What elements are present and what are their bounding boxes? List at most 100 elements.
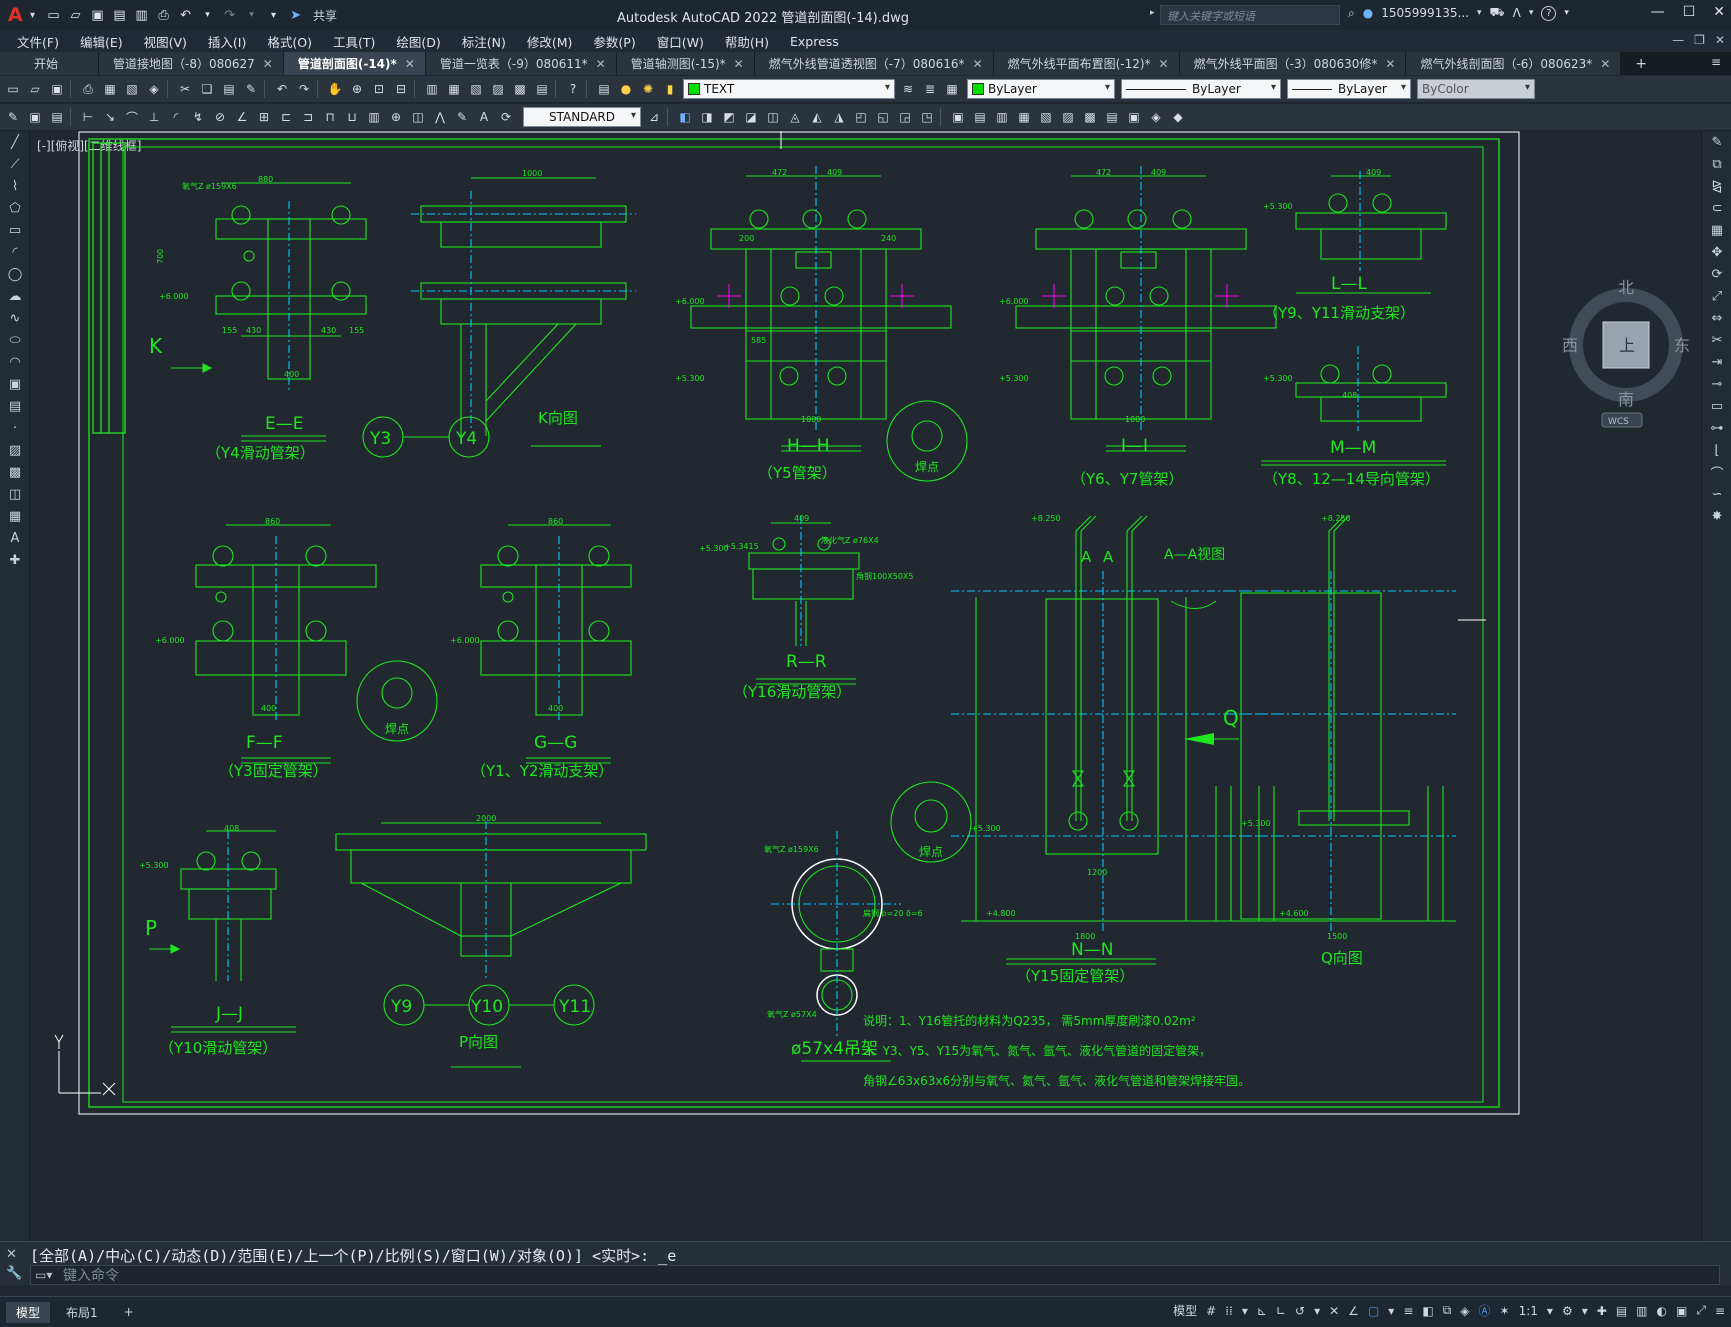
markup-icon[interactable]: ▩ <box>514 82 526 96</box>
isometric-icon[interactable]: ✕ <box>1329 1303 1340 1318</box>
construction-line-icon[interactable]: ⟋ <box>10 156 20 172</box>
new-icon[interactable]: ▭ <box>7 82 19 96</box>
move-icon[interactable]: ✥ <box>1711 244 1723 260</box>
redo-icon[interactable]: ↷ <box>224 7 235 23</box>
workspace-dropdown-icon[interactable]: ▾ <box>1581 1303 1588 1318</box>
copy-object-icon[interactable]: ⧉ <box>1712 156 1722 172</box>
tab-file[interactable]: 燃气外线平面布置图(-12)*✕ <box>993 52 1180 75</box>
wcs-menu[interactable] <box>1601 412 1643 428</box>
rectangle-icon[interactable]: ▭ <box>8 222 22 238</box>
tab-model[interactable]: 模型 <box>6 1301 51 1323</box>
modify-icon-5[interactable]: ◫ <box>767 110 779 124</box>
customize-status-icon[interactable]: ≡ <box>1714 1303 1725 1318</box>
grid-icon[interactable]: # <box>1206 1303 1217 1318</box>
plot-icon[interactable]: ⎙ <box>158 7 169 23</box>
zoom-window-icon[interactable]: ⊡ <box>373 82 385 96</box>
ellipse-icon[interactable]: ⬭ <box>9 332 21 348</box>
zoom-previous-icon[interactable]: ⊟ <box>395 82 407 96</box>
menu-edit[interactable]: 编辑(E) <box>79 34 123 50</box>
xref-icon[interactable]: ▥ <box>996 110 1008 124</box>
redo-dropdown-icon[interactable]: ▾ <box>249 10 254 20</box>
plot-preview-icon[interactable]: ▦ <box>104 82 116 96</box>
arc-icon[interactable]: ◜ <box>12 244 18 260</box>
layer-properties-icon[interactable]: ▤ <box>598 82 610 96</box>
tab-file[interactable]: 管道轴测图(-15)*✕ <box>616 52 755 75</box>
dim-diameter-icon[interactable]: ⊘ <box>214 110 226 124</box>
revision-cloud-icon[interactable]: ☁ <box>8 288 22 304</box>
tab-close-icon[interactable]: ✕ <box>1158 56 1169 71</box>
dim-linear-icon[interactable]: ⊢ <box>82 110 94 124</box>
ellipse-arc-icon[interactable]: ◠ <box>9 354 21 370</box>
autodesk-app-icon[interactable]: Ʌ <box>1512 6 1521 20</box>
point-icon[interactable]: · <box>12 420 18 436</box>
transparency-icon[interactable]: ◧ <box>1422 1303 1434 1318</box>
3d-print-icon[interactable]: ◈ <box>149 82 159 96</box>
tab-file[interactable]: 燃气外线平面图（-3）080630修*✕ <box>1179 52 1407 75</box>
isolate-objects-icon[interactable]: ◐ <box>1656 1303 1667 1318</box>
copy-icon[interactable]: ❏ <box>201 82 213 96</box>
tab-file-active[interactable]: 管道剖面图(-14)*✕ <box>283 52 426 75</box>
modify-icon-3[interactable]: ◩ <box>723 110 735 124</box>
menu-file[interactable]: 文件(F) <box>17 34 59 50</box>
dim-angular-icon[interactable]: ∠ <box>236 110 248 124</box>
clip-icon[interactable]: ▧ <box>1040 110 1052 124</box>
mirror-icon[interactable]: ⧎ <box>1711 178 1723 194</box>
view-icon[interactable]: ◆ <box>1173 110 1183 124</box>
quick-properties-icon[interactable]: ▥ <box>1636 1303 1648 1318</box>
modify-icon-9[interactable]: ◰ <box>855 110 867 124</box>
object-snap-tracking-icon[interactable]: ∠ <box>1348 1303 1359 1318</box>
image-icon[interactable]: ▦ <box>1018 110 1030 124</box>
erase-icon[interactable]: ✎ <box>1711 134 1723 150</box>
tab-close-icon[interactable]: ✕ <box>1600 56 1611 71</box>
chamfer-icon[interactable]: ⌊ <box>1714 442 1720 458</box>
polar-tracking-icon[interactable]: ↺ <box>1295 1303 1306 1318</box>
lineweight-dropdown[interactable]: ByLayer▾ <box>1287 79 1411 99</box>
compass-east[interactable]: 东 <box>1674 336 1690 355</box>
close-window-icon[interactable]: ✕ <box>1713 4 1725 20</box>
line-icon[interactable]: ╱ <box>11 134 19 150</box>
tab-layout1[interactable]: 布局1 <box>66 1305 98 1320</box>
dim-text-edit-icon[interactable]: A <box>479 110 489 124</box>
menu-express[interactable]: Express <box>789 33 839 49</box>
layer-previous-icon[interactable]: ≣ <box>924 82 936 96</box>
menu-format[interactable]: 格式(O) <box>267 34 312 50</box>
maximize-icon[interactable]: ☐ <box>1682 4 1696 20</box>
center-mark-icon[interactable]: ⊕ <box>390 110 402 124</box>
help-icon[interactable]: ? <box>1541 5 1557 21</box>
save-icon[interactable]: ▣ <box>51 82 63 96</box>
app-dropdown-icon[interactable]: ▾ <box>1528 8 1534 18</box>
rotate-icon[interactable]: ⟳ <box>1711 266 1723 282</box>
search-icon[interactable]: ⌕ <box>1348 5 1355 20</box>
selection-cycling-icon[interactable]: ⧉ <box>1442 1303 1452 1317</box>
compass-north[interactable]: 北 <box>1618 279 1634 297</box>
tab-file[interactable]: 管道接地图（-8）080627✕ <box>99 52 284 75</box>
open-web-icon[interactable]: ▥ <box>135 7 148 23</box>
workspace-gear-icon[interactable]: ⚙ <box>1561 1303 1573 1318</box>
tab-list-icon[interactable]: ≡ <box>1710 55 1721 69</box>
quick-dim-icon[interactable]: ⊞ <box>258 110 270 124</box>
sheet-set-icon[interactable]: ▨ <box>492 82 504 96</box>
hardware-acceleration-icon[interactable]: ▣ <box>1675 1303 1688 1318</box>
annotation-monitor-icon[interactable]: ✚ <box>1596 1303 1607 1318</box>
hyperlink-icon[interactable]: ▣ <box>1128 110 1140 124</box>
menu-view[interactable]: 视图(V) <box>143 34 187 50</box>
qat-customize-icon[interactable]: ▾ <box>271 9 277 21</box>
stretch-icon[interactable]: ⇔ <box>1711 310 1723 326</box>
annotation-visibility-icon[interactable]: Ⓐ <box>1478 1304 1491 1318</box>
tab-file[interactable]: 燃气外线管道透视图（-7）080616*✕ <box>754 52 994 75</box>
layer-state-icon[interactable]: ● <box>620 82 632 96</box>
color-dropdown[interactable]: ByLayer▾ <box>967 79 1115 99</box>
modify-icon-10[interactable]: ◱ <box>877 110 889 124</box>
help-icon[interactable]: ? <box>569 82 577 96</box>
polygon-icon[interactable]: ⬠ <box>9 200 21 216</box>
ortho-icon[interactable]: ∟ <box>1275 1303 1287 1318</box>
tab-close-icon[interactable]: ✕ <box>733 56 744 71</box>
tool-palettes-icon[interactable]: ▧ <box>470 82 482 96</box>
dim-continue-icon[interactable]: ⊐ <box>302 110 314 124</box>
plot-icon[interactable]: ⎙ <box>83 81 93 96</box>
circle-icon[interactable]: ◯ <box>7 266 23 282</box>
workspace-icon[interactable]: ✎ <box>7 110 19 124</box>
dim-jogged-icon[interactable]: ↯ <box>192 110 204 124</box>
customize-command-line-icon[interactable]: 🔧 <box>6 1266 23 1281</box>
units-icon[interactable]: ▤ <box>1615 1303 1628 1318</box>
